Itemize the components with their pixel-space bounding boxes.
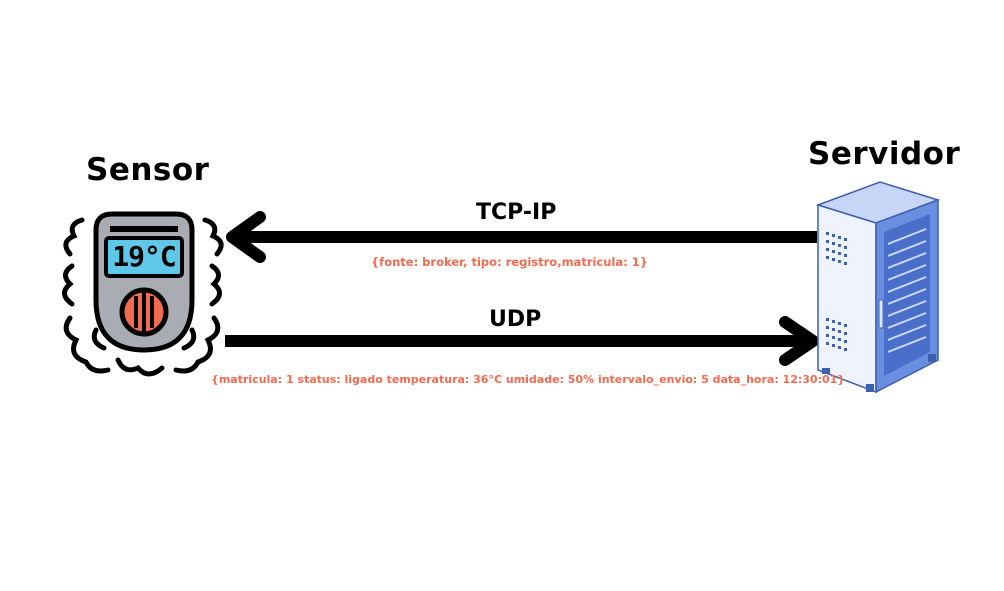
temperature-reading: 19°C (112, 240, 176, 273)
udp-protocol-label: UDP (489, 307, 542, 332)
tcp-arrow (226, 211, 817, 263)
server-title: Servidor (808, 136, 961, 172)
udp-arrow (225, 316, 819, 366)
udp-message: {matricula: 1 status: ligado temperatura… (211, 373, 846, 386)
sensor-title: Sensor (86, 152, 210, 188)
tcp-protocol-label: TCP-IP (476, 200, 557, 225)
server-rack-icon (815, 181, 941, 394)
thermometer-sensor-icon (62, 211, 224, 377)
tcp-message: {fonte: broker, tipo: registro,matricula… (371, 255, 648, 269)
